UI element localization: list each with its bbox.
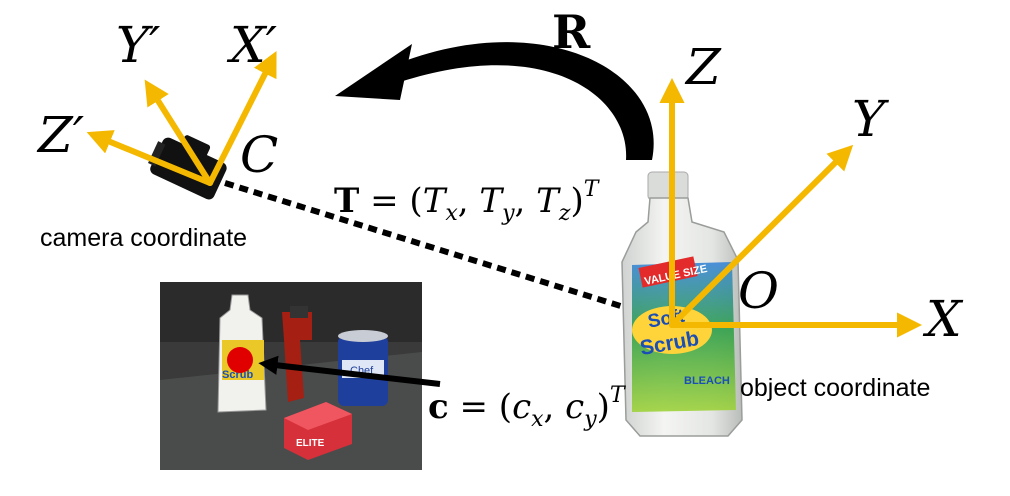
camera-axis-x-label: X′ [226,16,278,74]
projection-arrow [258,355,441,387]
camera-axis-y [144,79,213,186]
camera-axis-x [207,50,277,186]
object-axis-y [669,144,854,328]
camera-axis-y-label: Y′ [116,16,161,74]
camera-frame: Y′ X′ Z′ C camera coordinate [36,16,673,325]
projection-formula: c = (cx, cy)T [428,383,627,432]
rotation-arrow: R [335,5,654,160]
object-frame: Z Y X O object coordinate [659,38,964,402]
bottle-image: VALUE SIZE Soft Scrub BLEACH [621,171,743,437]
object-axis-z-label: Z [684,38,722,96]
object-caption: object coordinate [740,374,930,402]
projection-point [227,347,253,373]
translation-formula: T = (Tx, Ty, Tz)T [334,177,601,226]
photo-box-text: ELITE [296,438,325,449]
translation-line [224,180,673,325]
camera-center-label: C [240,126,278,184]
bottle-bleach-text: BLEACH [684,375,730,387]
object-origin-label: O [738,262,779,320]
object-axis-y-label: Y [852,90,889,148]
photo-scrub-text: Scrub [222,369,253,381]
camera-axis-z [86,130,213,186]
object-axis-x-label: X [922,290,964,348]
camera-axis-z-label: Z′ [36,106,85,164]
rotation-label: R [552,5,591,59]
camera-caption: camera coordinate [40,224,247,252]
